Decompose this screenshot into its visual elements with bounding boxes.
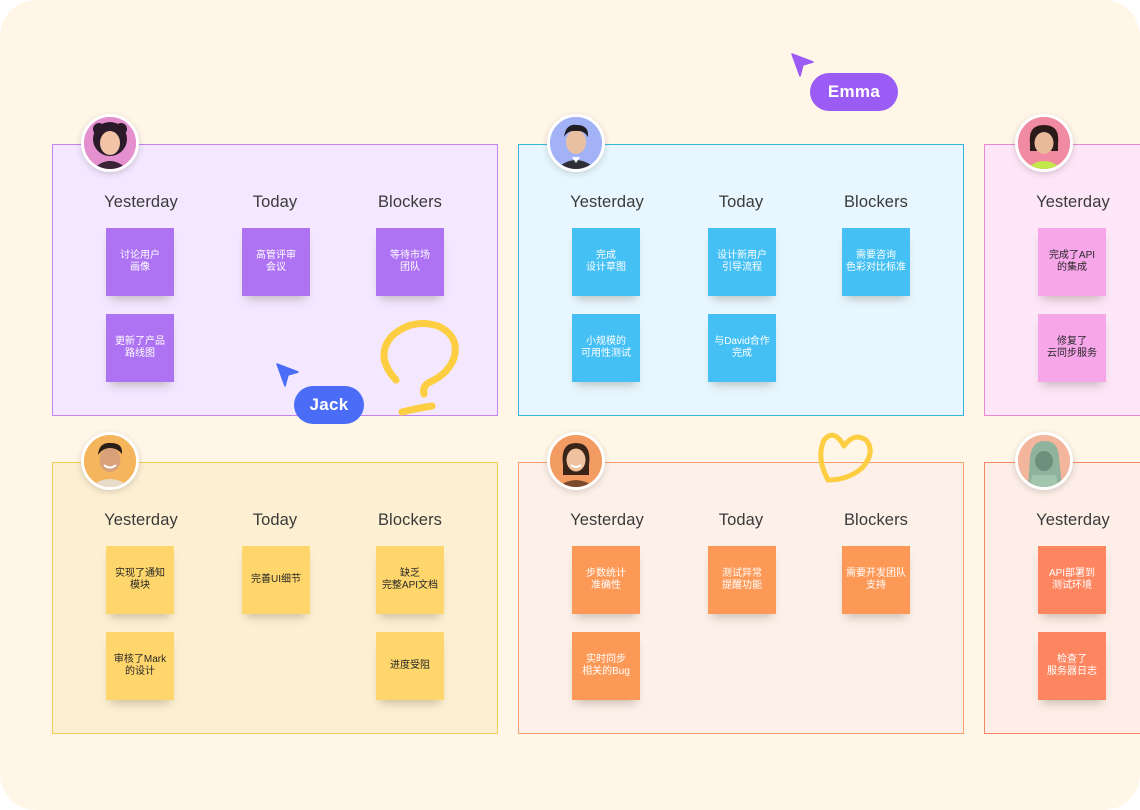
sticky-note[interactable]: 完善UI细节 xyxy=(242,546,310,614)
sticky-note[interactable]: 与David合作 完成 xyxy=(708,314,776,382)
man-avatar-art xyxy=(550,117,602,169)
sticky-note[interactable]: 完成 设计草图 xyxy=(572,228,640,296)
standup-board-orange[interactable]: Yesterday Today Blockers 步数统计 准确性 实时同步 相… xyxy=(518,462,964,734)
column-header-yesterday: Yesterday xyxy=(104,511,178,529)
hooded-person-avatar-art xyxy=(1018,435,1070,487)
hooded-person-avatar[interactable] xyxy=(1015,432,1073,490)
jack-cursor-label: Jack xyxy=(294,386,364,424)
sticky-note[interactable]: 等待市场 团队 xyxy=(376,228,444,296)
column-header-today: Today xyxy=(718,193,764,211)
heart-doodle-icon xyxy=(818,432,873,483)
woman-avatar-art xyxy=(84,117,136,169)
man-avatar[interactable] xyxy=(547,114,605,172)
sticky-note[interactable]: 讨论用户 画像 xyxy=(106,228,174,296)
man-avatar[interactable] xyxy=(81,432,139,490)
column-header-blockers: Blockers xyxy=(377,193,443,211)
sticky-note[interactable]: 实现了通知 模块 xyxy=(106,546,174,614)
column-header-yesterday: Yesterday xyxy=(1036,511,1110,529)
column-header-yesterday: Yesterday xyxy=(104,193,178,211)
sticky-note[interactable]: 步数统计 准确性 xyxy=(572,546,640,614)
woman-avatar-art xyxy=(550,435,602,487)
column-header-blockers: Blockers xyxy=(843,193,909,211)
man-avatar-art xyxy=(84,435,136,487)
standup-board-purple[interactable]: Yesterday Today Blockers 讨论用户 画像 更新了产品 路… xyxy=(52,144,498,416)
column-header-yesterday: Yesterday xyxy=(570,193,644,211)
sticky-note[interactable]: 需要开发团队 支持 xyxy=(842,546,910,614)
sticky-note[interactable]: 检查了 服务器日志 xyxy=(1038,632,1106,700)
sticky-note[interactable]: 设计新用户 引导流程 xyxy=(708,228,776,296)
standup-board-blue[interactable]: Yesterday Today Blockers 完成 设计草图 小规模的 可用… xyxy=(518,144,964,416)
column-header-yesterday: Yesterday xyxy=(1036,193,1110,211)
sticky-note[interactable]: 小规模的 可用性测试 xyxy=(572,314,640,382)
sticky-note[interactable]: 修复了 云同步服务 xyxy=(1038,314,1106,382)
sticky-note[interactable]: API部署到 测试环境 xyxy=(1038,546,1106,614)
woman-avatar-art xyxy=(1018,117,1070,169)
woman-avatar[interactable] xyxy=(1015,114,1073,172)
standup-board-pink[interactable]: Yesterday 完成了API 的集成 修复了 云同步服务 xyxy=(984,144,1140,416)
sticky-note[interactable]: 实时同步 相关的Bug xyxy=(572,632,640,700)
emma-cursor-label: Emma xyxy=(810,73,898,111)
standup-board-coral[interactable]: Yesterday API部署到 测试环境 检查了 服务器日志 xyxy=(984,462,1140,734)
sticky-note[interactable]: 缺乏 完整API文档 xyxy=(376,546,444,614)
emma-cursor-icon xyxy=(791,53,814,77)
column-header-today: Today xyxy=(252,511,298,529)
sticky-note[interactable]: 需要咨询 色彩对比标准 xyxy=(842,228,910,296)
sticky-note[interactable]: 审核了Mark 的设计 xyxy=(106,632,174,700)
column-header-today: Today xyxy=(252,193,298,211)
column-header-yesterday: Yesterday xyxy=(570,511,644,529)
lightbulb-doodle-icon xyxy=(380,320,459,416)
sticky-note[interactable]: 更新了产品 路线图 xyxy=(106,314,174,382)
sticky-note[interactable]: 进度受阻 xyxy=(376,632,444,700)
sticky-note[interactable]: 测试异常 提醒功能 xyxy=(708,546,776,614)
jack-cursor-icon xyxy=(276,363,299,387)
column-header-today: Today xyxy=(718,511,764,529)
woman-avatar[interactable] xyxy=(547,432,605,490)
column-header-blockers: Blockers xyxy=(377,511,443,529)
standup-board-yellow[interactable]: Yesterday Today Blockers 实现了通知 模块 审核了Mar… xyxy=(52,462,498,734)
sticky-note[interactable]: 完成了API 的集成 xyxy=(1038,228,1106,296)
column-header-blockers: Blockers xyxy=(843,511,909,529)
woman-avatar[interactable] xyxy=(81,114,139,172)
sticky-note[interactable]: 高管评审 会议 xyxy=(242,228,310,296)
